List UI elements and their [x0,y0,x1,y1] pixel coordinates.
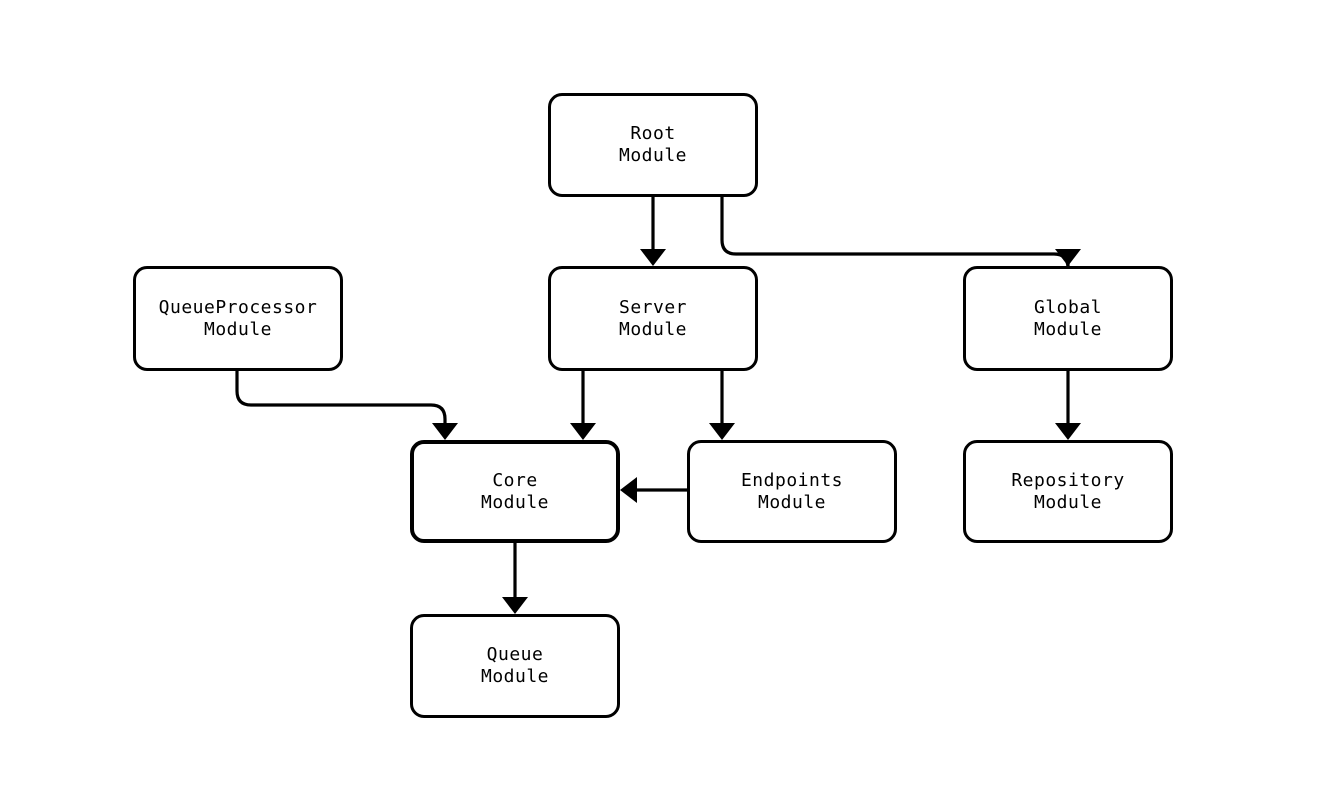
arrowhead-global-to-repository [1055,423,1081,440]
node-queueprocessor-label-line1: QueueProcessor [158,296,318,318]
node-global-label-line2: Module [1033,318,1103,340]
node-global-label-line1: Global [1033,296,1103,318]
node-queue-label-line1: Queue [486,644,544,665]
arrowhead-root-to-global [1055,249,1081,266]
arrowhead-queueprocessor-to-core [432,423,458,440]
node-endpoints-label-line1: Endpoints [740,469,844,491]
node-repository-label-line2: Module [1033,491,1103,513]
node-core-label-line2: Module [480,491,550,513]
arrowhead-server-to-endpoints [709,423,735,440]
arrowhead-root-to-server [640,249,666,266]
node-root-label-line1: Root [630,123,676,144]
arrowhead-server-to-core [570,423,596,440]
arrowhead-endpoints-to-core [620,477,637,503]
node-core-label-line1: Core [492,469,538,491]
node-root-label-line2: Module [618,145,688,166]
edge-paths [235,197,1070,600]
node-repository-label-line1: Repository [1011,469,1125,491]
arrowhead-core-to-queue [502,597,528,614]
node-endpoints-label-line2: Module [757,491,827,513]
node-queueprocessor-label-line2: Module [203,318,273,340]
node-server-label-line2: Module [618,318,688,340]
node-queue-label-line2: Module [480,666,550,687]
edge-queueprocessor-to-core [235,371,447,426]
edge-root-to-global [720,197,1070,270]
node-server-label-line1: Server [618,296,688,318]
